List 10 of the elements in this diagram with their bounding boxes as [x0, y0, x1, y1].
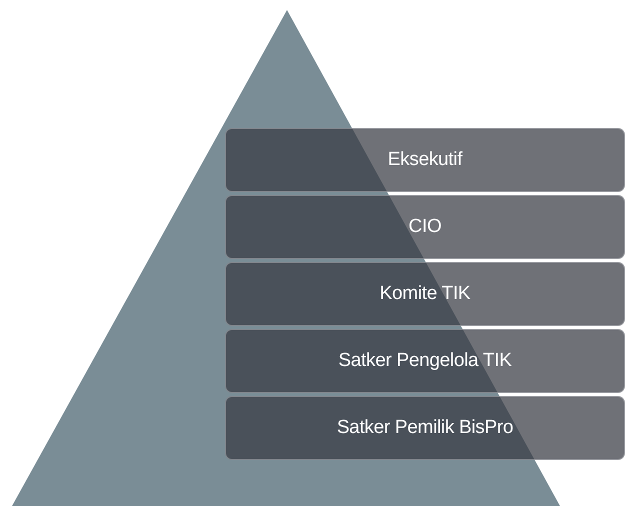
level-label: CIO	[408, 216, 442, 238]
level-bar	[225, 396, 625, 460]
level-label: Satker Pemilik BisPro	[336, 417, 514, 439]
level-label: Komite TIK	[380, 283, 470, 305]
level-bar	[225, 128, 625, 192]
level-label: Eksekutif	[388, 149, 462, 171]
level-bar	[225, 329, 625, 393]
level-bar	[225, 262, 625, 326]
level-label: Satker Pengelola TIK	[338, 350, 512, 372]
level-bar	[225, 195, 625, 259]
